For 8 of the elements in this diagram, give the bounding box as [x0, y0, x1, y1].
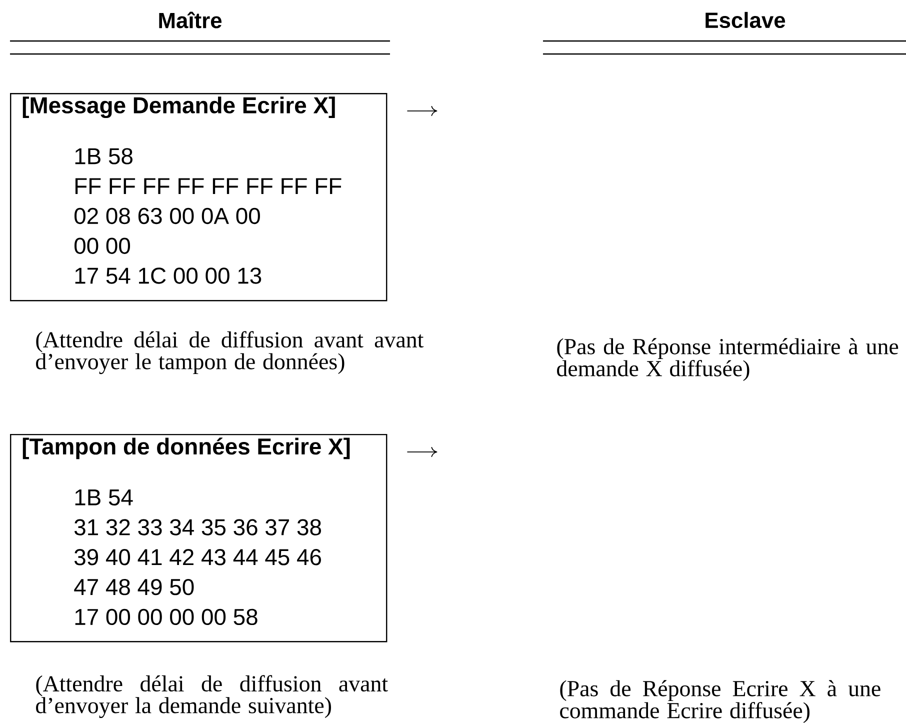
note: (Pas de Réponse intermédiaire à une demande X diffusée) [557, 338, 898, 381]
message-box: [Tampon de données Ecrire X] 1B 54 31 32 33 34 35 36 37 38 39 40 41 42 43 44 45 46 47 48 49 50 17 00 00 00 00 58 [10, 434, 388, 642]
note: (Attendre délai de diffusion avant d’envoyer la demande suivante) [36, 675, 388, 718]
message-box: [Message Demande Ecrire X] 1B 58 FF FF FF FF FF FF FF FF 02 08 63 00 0A 00 00 00 17 54 1C 00 00 13 [10, 93, 388, 302]
column-heading: Esclave [706, 12, 786, 28]
note: (Attendre délai de diffusion avant avant d’envoyer le tampon de données) [36, 331, 424, 374]
column-heading: Maître [159, 12, 222, 28]
note: (Pas de Réponse Ecrire X à une commande Ecrire diffusée) [560, 680, 880, 723]
